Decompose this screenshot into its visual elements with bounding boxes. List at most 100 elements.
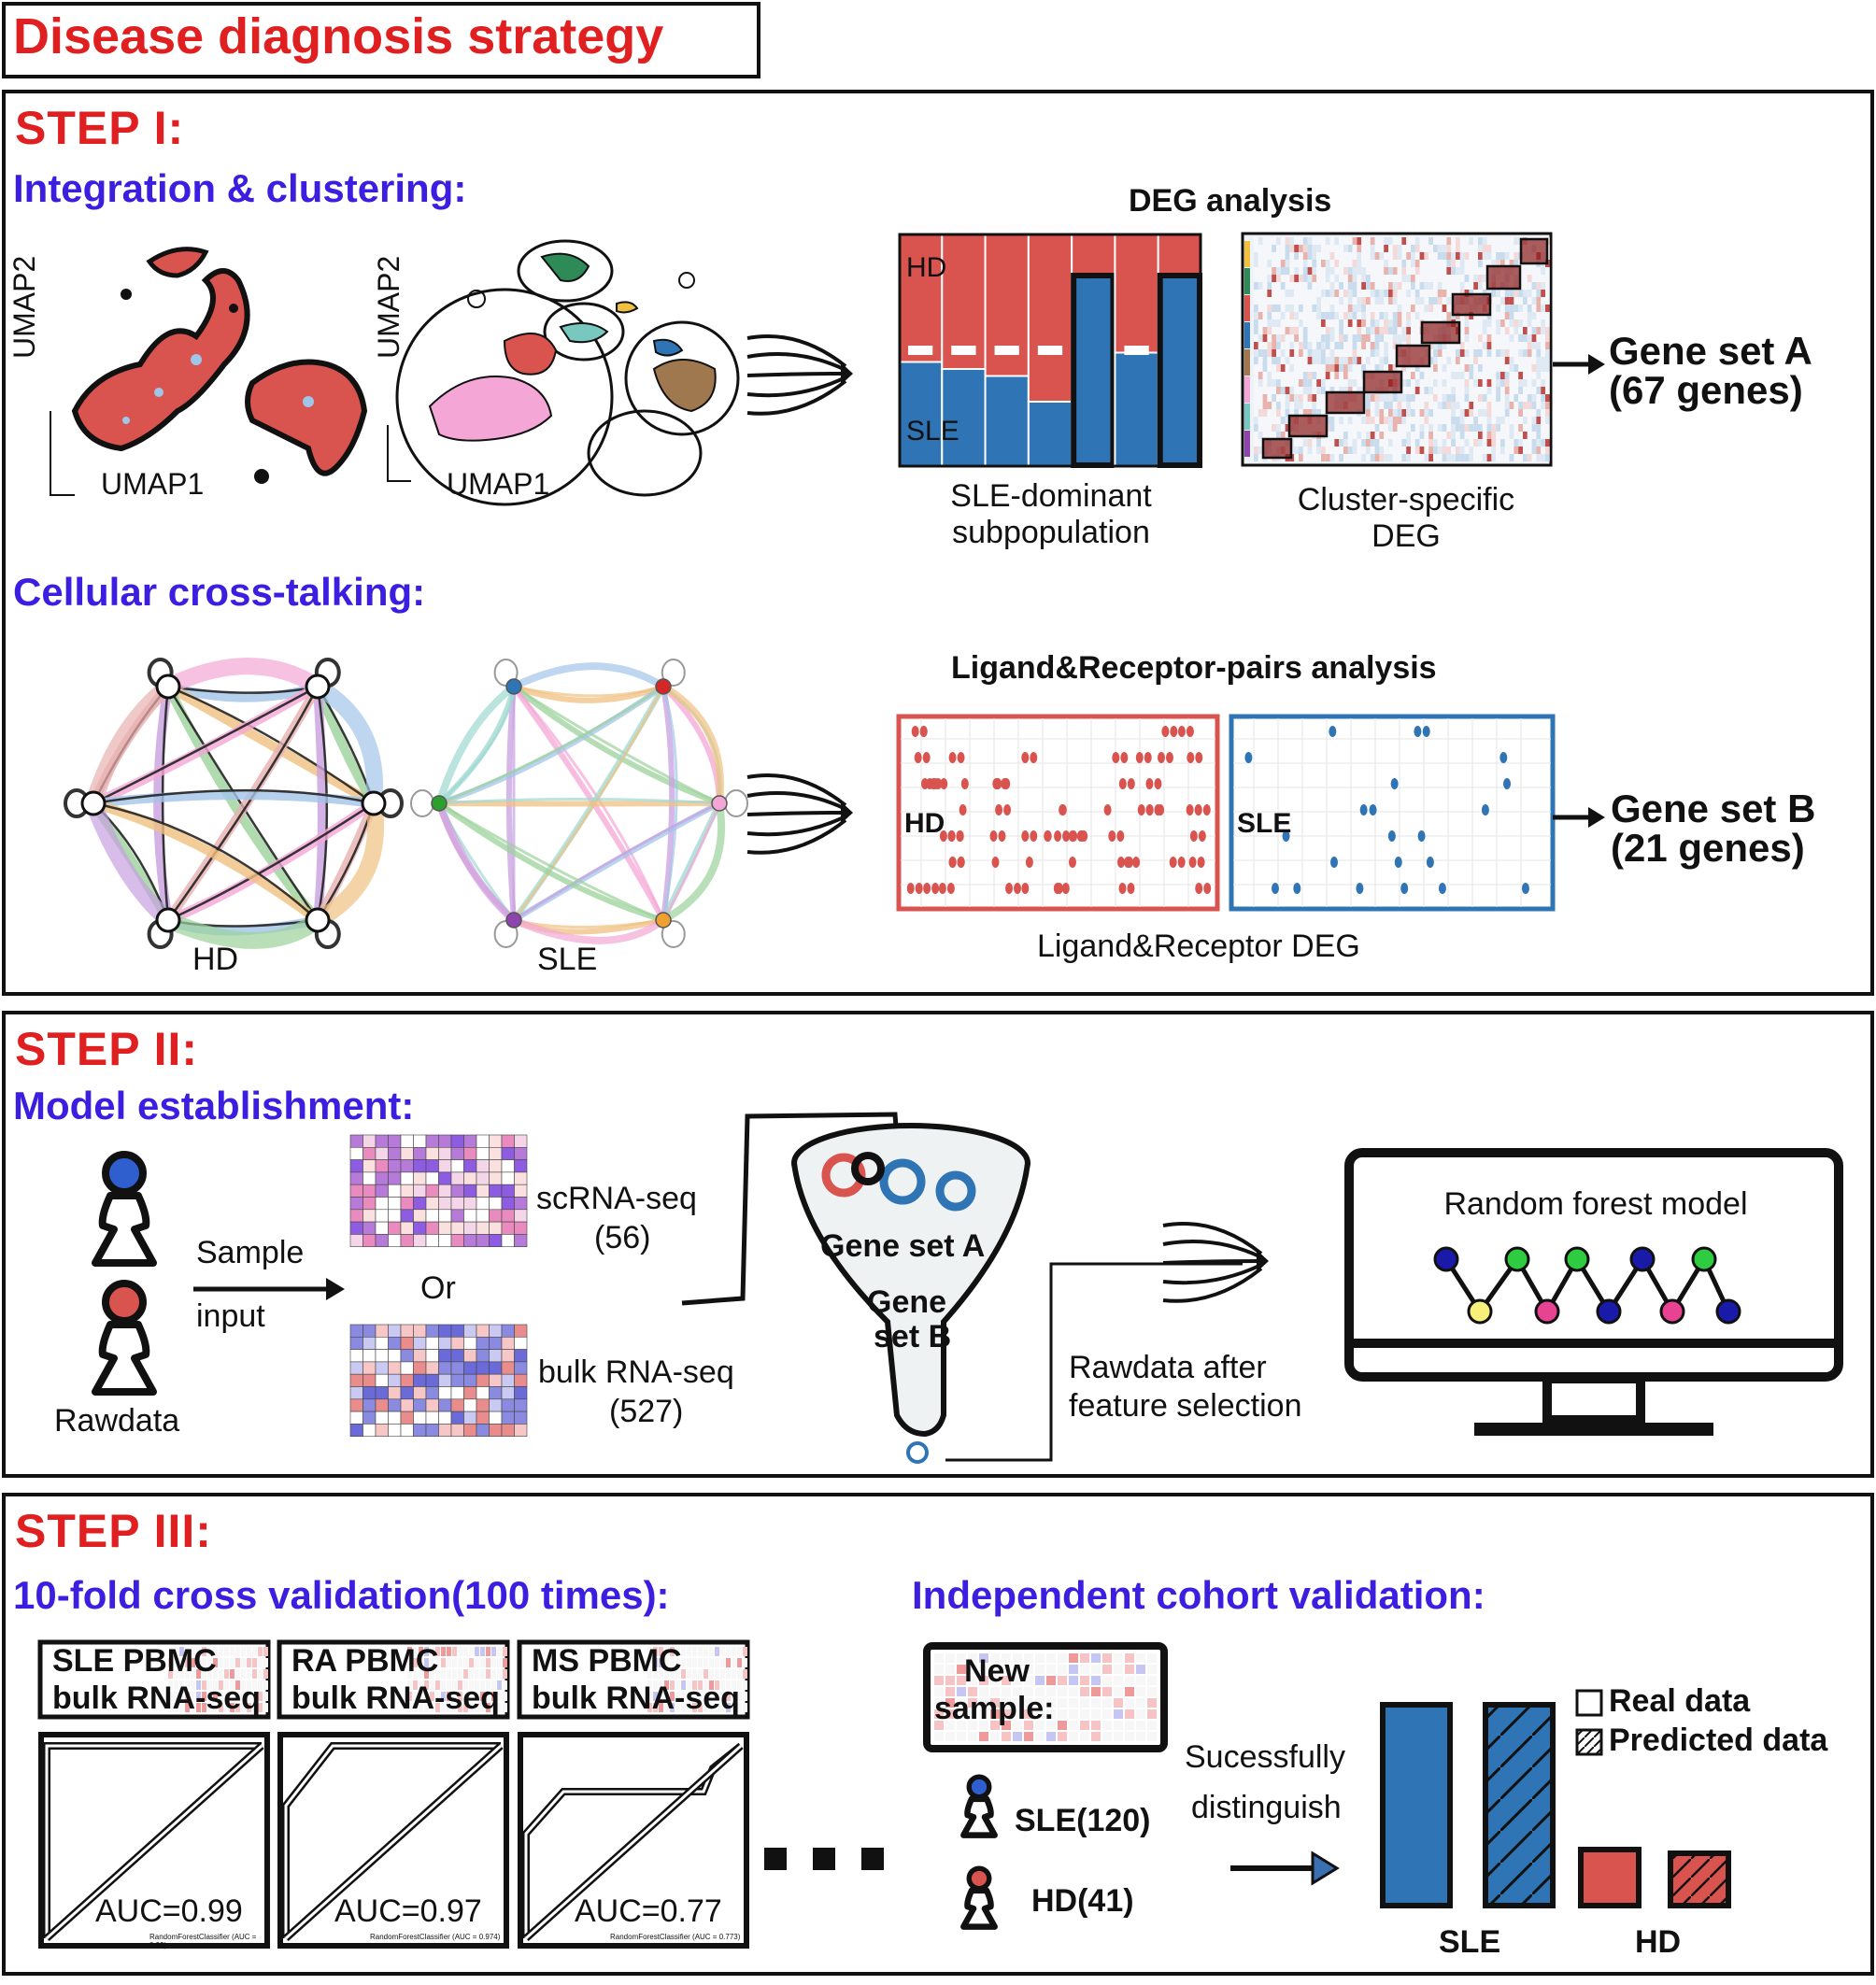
heatmap-cell [1532, 364, 1537, 372]
dotplot-dot [1144, 752, 1152, 763]
heatmap-cell [1420, 417, 1425, 424]
heatmap-cell [1428, 424, 1433, 432]
heatmap-cell [363, 1337, 377, 1349]
heatmap-cell [1415, 282, 1420, 290]
new-sample-cell [1136, 1665, 1145, 1674]
heatmap-cell [1286, 297, 1290, 305]
heatmap-cell [1491, 252, 1496, 260]
heatmap-cell [1514, 432, 1518, 439]
heatmap-cell [1343, 245, 1348, 252]
heatmap-cell [1361, 237, 1366, 245]
heatmap-cell [1398, 409, 1402, 417]
heatmap-cell [1536, 432, 1541, 439]
heatmap-cell [350, 1325, 363, 1337]
heatmap-cell [1299, 252, 1303, 260]
heatmap-cell [1411, 447, 1415, 454]
heatmap-cell [1379, 290, 1384, 297]
heatmap-cell [1401, 312, 1406, 319]
heatmap-cell [1406, 319, 1411, 327]
heatmap-cell [1411, 394, 1415, 402]
heatmap-cell [1263, 357, 1268, 364]
heatmap-cell [1375, 319, 1380, 327]
roc-header-cell [219, 1669, 223, 1679]
heatmap-cell [476, 1362, 490, 1374]
roc-panel-2: RA PBMC bulk RNA-seq AUC=0.97 RandomFore… [277, 1639, 510, 1985]
heatmap-cell [1491, 387, 1496, 394]
heatmap-cell [1330, 424, 1335, 432]
heatmap-cell [426, 1147, 439, 1159]
rf-node [1693, 1248, 1715, 1270]
heatmap-cell [1316, 237, 1321, 245]
roc-header-cell [452, 1669, 457, 1679]
heatmap-cell [1433, 424, 1438, 432]
new-sample-cell [1091, 1687, 1101, 1696]
heatmap-cell [414, 1325, 427, 1337]
heatmap-cell [363, 1350, 377, 1362]
heatmap-cell [1411, 260, 1415, 267]
validation-bar [1383, 1705, 1450, 1906]
heatmap-cell [1321, 252, 1326, 260]
heatmap-cell [1286, 290, 1290, 297]
heatmap-cell [1478, 357, 1483, 364]
heatmap-cell [1433, 357, 1438, 364]
heatmap-cell [1343, 342, 1348, 349]
heatmap-cell [1456, 394, 1460, 402]
roc-header-cell [230, 1647, 234, 1656]
heatmap-cell [1308, 372, 1313, 379]
heatmap-cell [1456, 260, 1460, 267]
person-icon-sle-small [953, 1775, 1005, 1840]
heatmap-cell [1487, 379, 1492, 387]
heatmap-cell [1406, 282, 1411, 290]
heatmap-cell [1281, 409, 1286, 417]
rf-node [1435, 1248, 1457, 1270]
heatmap-cell [1371, 245, 1375, 252]
heatmap-cell [1487, 432, 1492, 439]
heatmap-cell [1357, 312, 1361, 319]
heatmap-cell [1518, 387, 1523, 394]
heatmap-cell [1308, 447, 1313, 454]
heatmap-cell [1505, 424, 1510, 432]
heatmap-cell [1294, 387, 1299, 394]
heatmap-cell [1316, 267, 1321, 275]
heatmap-cell [1483, 409, 1487, 417]
heatmap-cell [1398, 252, 1402, 260]
heatmap-cell [1424, 454, 1428, 461]
roc-header-cell [743, 1703, 747, 1712]
new-sample-cell [1058, 1687, 1067, 1696]
new-sample-cell [1125, 1665, 1134, 1674]
heatmap-cell [464, 1387, 477, 1399]
heatmap-cell [1276, 409, 1281, 417]
heatmap-cell [1505, 409, 1510, 417]
heatmap-cell [1334, 245, 1339, 252]
heatmap-cell [1469, 402, 1473, 409]
heatmap-cell [1478, 349, 1483, 357]
heatmap-cell [1401, 252, 1406, 260]
heatmap-cell [1510, 312, 1514, 319]
heatmap-cell [1366, 349, 1371, 357]
heatmap-cell [1487, 327, 1492, 334]
heatmap-cell [1532, 387, 1537, 394]
heatmap-cell [1393, 417, 1398, 424]
roc-header-cell [258, 1647, 263, 1656]
heatmap-cell [1371, 282, 1375, 290]
step2-label: STEP II: [15, 1022, 198, 1076]
heatmap-cell [1401, 417, 1406, 424]
heatmap-cell [1258, 334, 1263, 342]
heatmap-cell [414, 1387, 427, 1399]
heatmap-cell [1366, 334, 1371, 342]
heatmap-cell [1388, 349, 1393, 357]
heatmap-cell [1308, 349, 1313, 357]
heatmap-cell [1339, 372, 1343, 379]
deg-title: DEG analysis [1129, 183, 1331, 220]
dotplot-dot [1136, 752, 1144, 763]
heatmap-cell [1518, 417, 1523, 424]
heatmap-cell [1406, 260, 1411, 267]
heatmap-cell [1393, 305, 1398, 312]
heatmap-cell [1438, 409, 1443, 417]
roc-header-cell [491, 1669, 496, 1679]
heatmap-cell [1299, 327, 1303, 334]
heatmap-cell [1263, 275, 1268, 282]
heatmap-cell [1308, 319, 1313, 327]
heatmap-cell [1263, 267, 1268, 275]
heatmap-cell [1500, 312, 1505, 319]
